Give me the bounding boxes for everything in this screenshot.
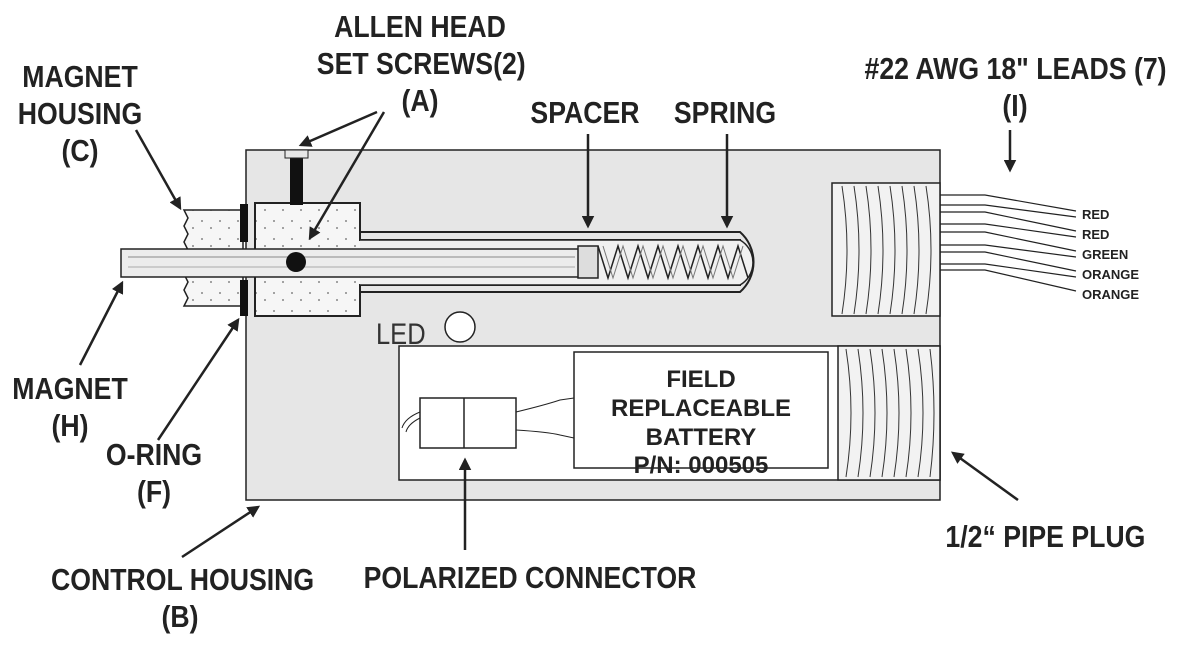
magnet-label: MAGNET (H) [12, 371, 128, 444]
wire-label: ORANGE [1082, 267, 1140, 282]
allen-head-label: ALLEN HEAD SET SCREWS(2) (A) [316, 9, 526, 119]
wire-color-list: RED RED GREEN ORANGE ORANGE [1082, 205, 1139, 305]
spacer-label: SPACER [530, 95, 640, 130]
o-ring [240, 204, 248, 242]
battery-label: FIELD REPLACEABLE BATTERY P/N: 000505 [610, 366, 791, 480]
set-screw [290, 150, 303, 205]
led-label: LED [376, 318, 426, 351]
lead-wires [940, 194, 1077, 292]
leads-pipe-thread [831, 182, 941, 317]
spring-label: SPRING [673, 95, 777, 130]
wire-label: RED [1082, 207, 1110, 222]
spring-coils [597, 243, 749, 281]
o-ring-label: O-RING (F) [105, 437, 203, 510]
polarized-connector-label: POLARIZED CONNECTOR [363, 560, 697, 595]
spacer-block [577, 245, 599, 279]
polarized-connector-graphic [401, 397, 575, 449]
wire-label: GREEN [1082, 247, 1129, 262]
leader-arrows [78, 110, 1019, 559]
battery-pack [573, 351, 829, 469]
control-housing-label: CONTROL HOUSING (B) [51, 562, 315, 635]
pipe-plug-label: 1/2“ PIPE PLUG [945, 519, 1146, 554]
magnet-rod [120, 248, 582, 278]
led-indicator [444, 311, 476, 343]
wire-label: ORANGE [1082, 287, 1140, 302]
magnet-dot [286, 252, 306, 272]
wire-label: RED [1082, 227, 1110, 242]
pipe-plug-thread [837, 345, 941, 481]
leads-label: #22 AWG 18" LEADS (7) (I) [864, 51, 1167, 124]
magnet-housing-label: MAGNET HOUSING (C) [17, 59, 143, 169]
